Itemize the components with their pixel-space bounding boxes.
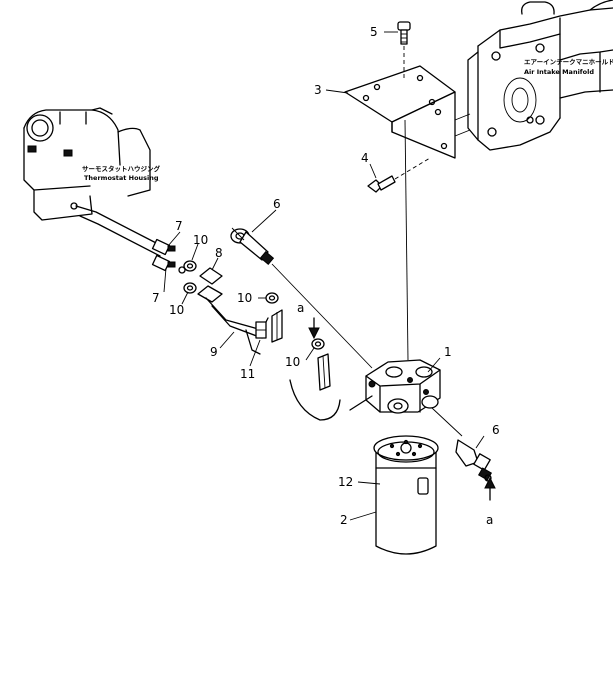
connector-7-lower <box>151 254 186 274</box>
callout-a-upper: a <box>297 301 304 315</box>
bracket <box>344 65 471 159</box>
filter-cartridge <box>373 435 439 555</box>
callout-1: 1 <box>444 345 452 359</box>
callout-10-a: 10 <box>193 233 208 247</box>
callouts: 5 3 4 6 7 10 8 7 10 10 a 9 10 11 1 6 12 … <box>152 25 500 527</box>
intake-label-en: Air Intake Manifold <box>524 68 594 76</box>
outlet-tube <box>75 205 163 257</box>
callout-10-d: 10 <box>285 355 300 369</box>
callout-7-upper: 7 <box>175 219 183 233</box>
filter-head <box>349 359 441 414</box>
washer-10-a <box>183 260 197 272</box>
callout-11: 11 <box>240 367 255 381</box>
connector-7-upper <box>151 238 176 256</box>
clamp-11 <box>255 321 267 339</box>
bolt-5 <box>397 21 411 78</box>
washer-10-d <box>311 338 325 350</box>
callout-5: 5 <box>370 25 378 39</box>
callout-6-lower: 6 <box>492 423 500 437</box>
washer-10-b <box>183 282 197 294</box>
callout-8: 8 <box>215 246 223 260</box>
arrow-a-upper <box>308 317 320 340</box>
thermostat-housing <box>23 107 151 221</box>
sensor-line <box>271 263 373 369</box>
callout-6-upper: 6 <box>273 197 281 211</box>
leader-lines <box>163 31 485 521</box>
bolt-4 <box>367 157 431 193</box>
callout-10-c: 10 <box>237 291 252 305</box>
hose-8 <box>197 267 223 303</box>
arrow-a-lower <box>484 476 496 501</box>
callout-a-lower: a <box>486 513 493 527</box>
callout-3: 3 <box>314 83 322 97</box>
callout-12: 12 <box>338 475 353 489</box>
fitting-6-lower <box>431 407 493 482</box>
thermostat-label-jp: サーモスタットハウジング <box>82 164 161 173</box>
air-intake-manifold <box>467 0 613 151</box>
callout-4: 4 <box>361 151 369 165</box>
intake-label-jp: エアーインテークマニホールド <box>524 57 613 66</box>
fitting-6-upper <box>230 227 275 265</box>
callout-9: 9 <box>210 345 218 359</box>
assembly-centerline <box>404 119 409 361</box>
hose-short <box>271 309 283 343</box>
callout-2: 2 <box>340 513 348 527</box>
callout-7-lower: 7 <box>152 291 160 305</box>
thermostat-label-en: Thermostat Housing <box>84 174 159 182</box>
hose-a <box>317 353 331 391</box>
callout-10-b: 10 <box>169 303 184 317</box>
washer-10-c <box>265 292 279 304</box>
